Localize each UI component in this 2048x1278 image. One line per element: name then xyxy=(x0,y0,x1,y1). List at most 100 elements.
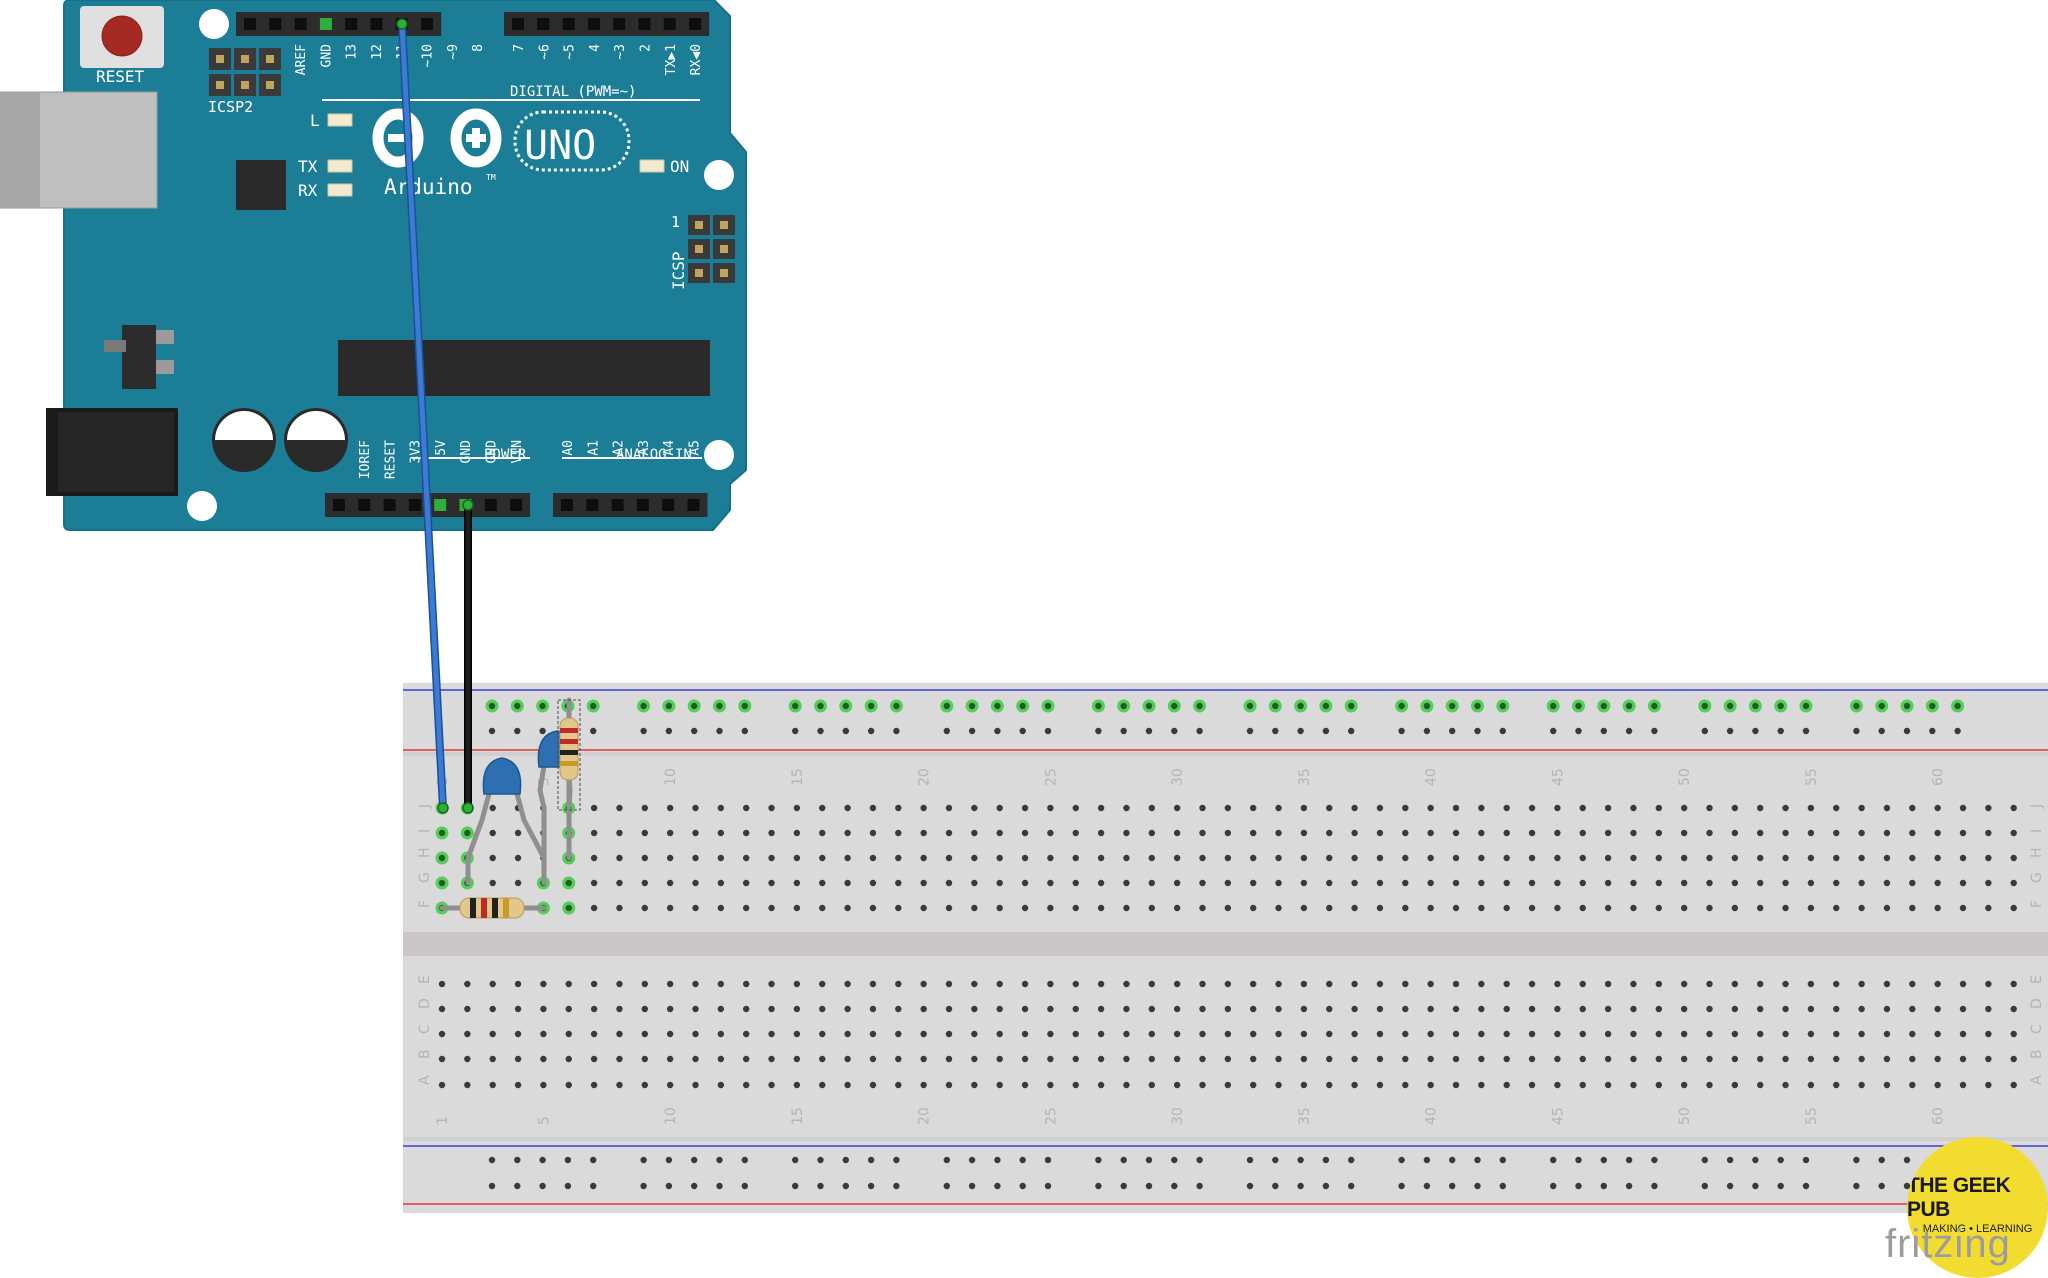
resistor-band xyxy=(560,750,578,755)
hole xyxy=(1554,1030,1561,1038)
hole xyxy=(1554,854,1561,862)
hole xyxy=(1858,1055,1865,1063)
hole xyxy=(1731,829,1739,837)
rail-hole xyxy=(1019,1182,1026,1190)
rail-hole xyxy=(665,1156,673,1164)
hole xyxy=(590,980,598,988)
hole xyxy=(1300,1030,1308,1038)
hole xyxy=(666,1030,674,1038)
hole xyxy=(1478,829,1485,837)
hole xyxy=(1579,1081,1586,1089)
hole xyxy=(540,1030,547,1038)
rail-hole xyxy=(1625,1182,1633,1190)
dc-power-jack-inner xyxy=(58,412,174,492)
rail-hole xyxy=(1777,702,1784,710)
hole xyxy=(717,804,725,812)
hole xyxy=(489,1081,496,1089)
hole xyxy=(590,854,598,862)
rail-hole xyxy=(514,1156,521,1164)
hole xyxy=(1376,879,1384,887)
hole xyxy=(1452,1081,1460,1089)
rail-hole xyxy=(1398,1156,1405,1164)
hole xyxy=(1097,879,1105,887)
rail-hole xyxy=(1145,1156,1153,1164)
hole xyxy=(590,1081,598,1089)
header-pin xyxy=(562,18,575,30)
hole xyxy=(743,854,750,862)
hole xyxy=(1680,854,1688,862)
header-pin xyxy=(358,499,371,511)
pin-label: 13 xyxy=(345,44,360,60)
mounting-hole xyxy=(199,9,229,39)
hole xyxy=(565,1055,572,1063)
hole xyxy=(920,1005,927,1013)
rail-hole xyxy=(1297,702,1304,710)
hole xyxy=(1402,980,1409,988)
hole xyxy=(1503,829,1510,837)
row-letter-right: A xyxy=(2029,1075,2045,1085)
hole xyxy=(1706,980,1713,988)
hole xyxy=(1655,1081,1663,1089)
hole xyxy=(1757,1055,1764,1063)
rail-hole xyxy=(1575,1156,1582,1164)
hole xyxy=(1528,879,1536,887)
hole xyxy=(1452,980,1460,988)
rail-hole xyxy=(590,727,597,735)
hole xyxy=(1427,854,1434,862)
rail-hole xyxy=(488,1182,496,1190)
hole xyxy=(743,879,750,887)
rail-hole xyxy=(1929,702,1936,710)
column-number-top: 35 xyxy=(1297,768,1313,786)
column-number-top: 60 xyxy=(1931,768,1947,786)
hole xyxy=(1478,804,1485,812)
hole xyxy=(1047,854,1054,862)
hole xyxy=(1123,804,1130,812)
column-number-bottom: 45 xyxy=(1550,1107,1566,1125)
rail-hole xyxy=(514,1182,521,1190)
rail-hole xyxy=(1044,1156,1052,1164)
row-letter-right: F xyxy=(2029,900,2045,908)
hole xyxy=(1579,829,1586,837)
rail-hole xyxy=(1449,1182,1456,1190)
hole xyxy=(641,1055,648,1063)
hole xyxy=(1250,879,1257,887)
column-number-top: 45 xyxy=(1550,768,1566,786)
led-l-label: L xyxy=(310,111,320,130)
hole xyxy=(1173,879,1181,887)
hole xyxy=(1503,1055,1510,1063)
column-number-top: 10 xyxy=(663,768,679,786)
row-letter-left: E xyxy=(417,975,433,984)
hole xyxy=(768,854,775,862)
rail-hole xyxy=(488,702,496,710)
hole xyxy=(1883,879,1891,887)
hole xyxy=(1630,980,1637,988)
hole xyxy=(1731,980,1739,988)
hole xyxy=(895,829,902,837)
hole xyxy=(1173,904,1181,912)
rail-hole xyxy=(564,1156,572,1164)
hole xyxy=(869,904,877,912)
hole xyxy=(1554,980,1561,988)
header-pin xyxy=(319,18,332,30)
hole xyxy=(616,854,623,862)
column-number-bottom: 25 xyxy=(1043,1107,1059,1125)
hole xyxy=(1376,904,1384,912)
hole xyxy=(692,804,699,812)
column-number-bottom: 55 xyxy=(1804,1107,1820,1125)
rail-hole xyxy=(1145,727,1153,735)
hole xyxy=(1452,1055,1460,1063)
hole xyxy=(920,1030,927,1038)
hole xyxy=(1224,854,1232,862)
hole xyxy=(1250,980,1257,988)
hole xyxy=(1630,879,1637,887)
hole xyxy=(1097,854,1105,862)
hole xyxy=(514,1005,522,1013)
column-number-bottom: 50 xyxy=(1677,1107,1693,1125)
rail-hole xyxy=(691,727,698,735)
hole xyxy=(1680,1005,1688,1013)
hole xyxy=(1452,879,1460,887)
hole xyxy=(1097,904,1105,912)
hole xyxy=(1503,980,1510,988)
hole xyxy=(1782,1005,1789,1013)
hole xyxy=(1123,829,1130,837)
